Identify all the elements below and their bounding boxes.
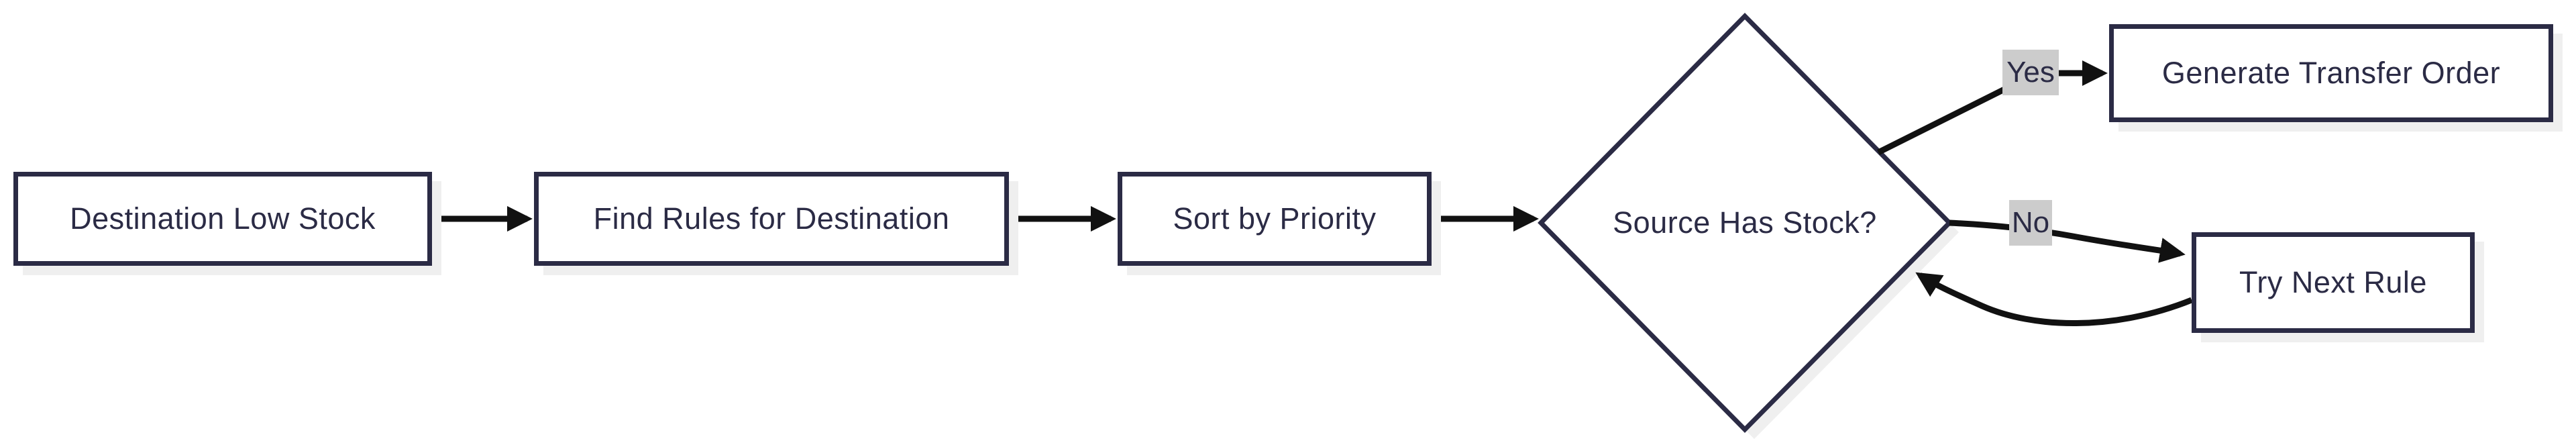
node-generate-transfer-order-label: Generate Transfer Order — [2161, 56, 2501, 90]
node-destination-low-stock[interactable]: Destination Low Stock — [13, 172, 432, 266]
edge-yes-diagonal — [1876, 79, 2020, 156]
node-generate-transfer-order[interactable]: Generate Transfer Order — [2109, 24, 2553, 122]
node-sort-by-priority[interactable]: Sort by Priority — [1118, 172, 1432, 266]
node-find-rules-for-destination[interactable]: Find Rules for Destination — [534, 172, 1009, 266]
node-try-next-rule-label: Try Next Rule — [2239, 265, 2427, 299]
node-try-next-rule[interactable]: Try Next Rule — [2192, 232, 2475, 333]
edge-no-to-try-next-rule — [1949, 219, 2186, 263]
node-find-rules-label: Find Rules for Destination — [593, 201, 950, 236]
node-destination-low-stock-label: Destination Low Stock — [70, 201, 376, 236]
node-sort-by-priority-label: Sort by Priority — [1173, 201, 1377, 236]
decision-source-has-stock-label: Source Has Stock? — [1613, 205, 1877, 240]
edge-label-yes: Yes — [2002, 50, 2059, 95]
edge-loop-back-to-decision — [1915, 272, 2193, 326]
edge-label-no: No — [2009, 200, 2052, 246]
